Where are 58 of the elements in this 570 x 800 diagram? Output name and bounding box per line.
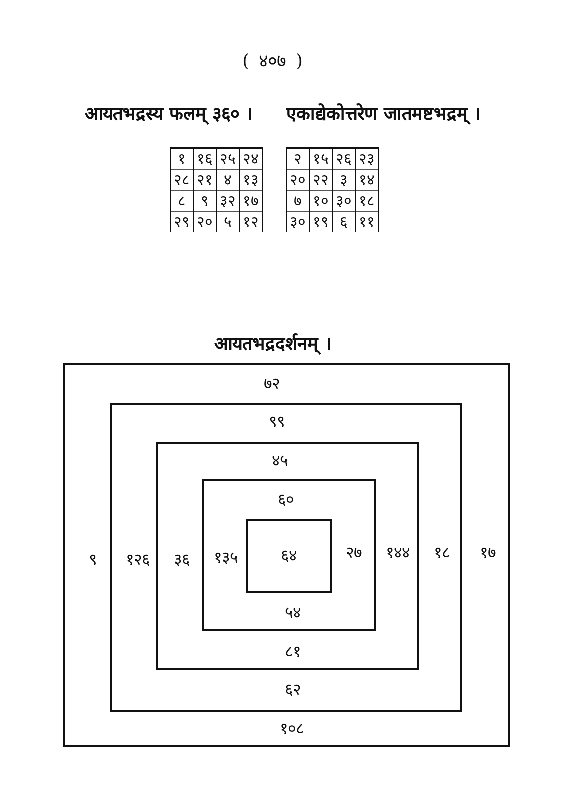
table-cell: २३ xyxy=(356,148,378,170)
table-cell: ६ xyxy=(332,212,356,232)
number-label: ७२ xyxy=(264,374,280,393)
table-cell: १५ xyxy=(310,148,332,170)
number-label: १२६ xyxy=(126,550,150,569)
number-label: १३५ xyxy=(214,548,238,567)
heading-text: आयतभद्रदर्शनम् । xyxy=(214,334,332,356)
table-cell: ३ xyxy=(332,170,356,190)
number-label: १८ xyxy=(434,542,450,562)
number-label: १४४ xyxy=(386,542,410,562)
table-cell: ४ xyxy=(216,170,240,190)
table-cell: १३ xyxy=(240,170,262,190)
number-label: १७ xyxy=(480,542,496,562)
table-cell: २९ xyxy=(170,212,194,232)
table-cell: २६ xyxy=(332,148,356,170)
rectangle-frame xyxy=(110,403,462,712)
table-cell: १४ xyxy=(356,170,378,190)
table-cell: २१ xyxy=(194,170,216,190)
table-cell: १ xyxy=(170,148,194,170)
heading-text: एकाद्येकोत्तरेण जातमष्टभद्रम् । xyxy=(286,104,482,126)
table-cell: ३२ xyxy=(216,190,240,212)
number-label: ६२ xyxy=(285,680,301,699)
table-cell: २८ xyxy=(170,170,194,190)
rectangle-frame xyxy=(246,519,332,593)
number-label: ६४ xyxy=(281,546,297,565)
number-label: ४५ xyxy=(272,450,288,470)
rectangle-frame xyxy=(63,363,510,747)
table-cell: ८ xyxy=(170,190,194,212)
heading-text: आयतभद्रस्य फलम् ३६० । xyxy=(85,104,253,126)
table-cell: २५ xyxy=(216,148,240,170)
table-cell: ११ xyxy=(356,212,378,232)
number-label: १०८ xyxy=(280,718,304,738)
rectangle-frame xyxy=(156,442,419,670)
table-cell: २० xyxy=(194,212,216,232)
number-label: ५४ xyxy=(285,602,301,622)
table-cell: २२ xyxy=(310,170,332,190)
table-cell: १९ xyxy=(310,212,332,232)
table-cell: २४ xyxy=(240,148,262,170)
table-cell: १७ xyxy=(240,190,262,212)
number-label: २७ xyxy=(346,542,362,562)
table-cell: १० xyxy=(310,190,332,212)
rectangle-frame xyxy=(202,479,376,631)
table-cell: १८ xyxy=(356,190,378,212)
table-cell: ७ xyxy=(286,190,310,212)
number-label: ३६ xyxy=(174,550,190,569)
table-cell: १२ xyxy=(240,212,262,232)
table-cell: २० xyxy=(286,170,310,190)
page-number: ( ४०७ ) xyxy=(242,51,303,73)
table-cell: १६ xyxy=(194,148,216,170)
number-label: ९ xyxy=(89,550,97,569)
table-cell: ५ xyxy=(216,212,240,232)
number-label: ६० xyxy=(278,490,294,509)
table-cell: २ xyxy=(286,148,310,170)
number-label: ९९ xyxy=(269,412,285,431)
table-cell: ३० xyxy=(332,190,356,212)
table-cell: ३० xyxy=(286,212,310,232)
number-label: ८१ xyxy=(285,642,301,661)
table-cell: ९ xyxy=(194,190,216,212)
